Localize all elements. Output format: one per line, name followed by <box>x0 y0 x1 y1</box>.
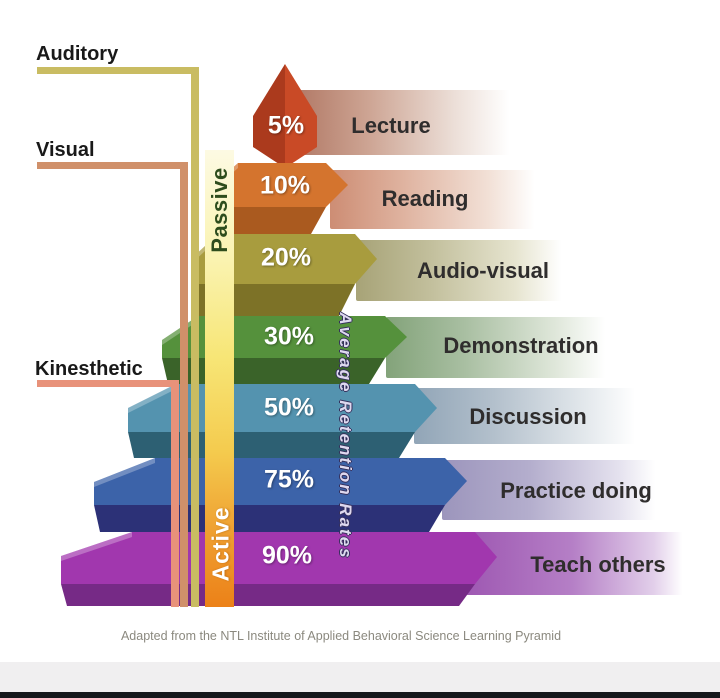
retention-bar-teach-others <box>466 532 687 595</box>
kinesthetic-line-horizontal <box>37 380 179 387</box>
visual-label: Visual <box>36 139 95 161</box>
retention-bar-practice-doing <box>442 460 662 520</box>
active-label: Active <box>207 506 234 582</box>
retention-bar-demonstration <box>386 317 612 378</box>
pct-audio-visual: 20% <box>260 243 312 272</box>
attribution-caption: Adapted from the NTL Institute of Applie… <box>120 629 562 643</box>
level-lecture-right-facet <box>285 64 317 168</box>
pct-demonstration: 30% <box>263 322 315 351</box>
retention-bar-audio-visual <box>356 240 568 301</box>
footer-gray-band <box>0 662 720 692</box>
auditory-label: Auditory <box>36 43 119 65</box>
visual-line-horizontal <box>37 162 188 169</box>
pct-lecture: 5% <box>267 111 305 140</box>
pct-reading: 10% <box>259 171 311 200</box>
level-teach-others-face <box>61 532 497 584</box>
auditory-line-vertical <box>191 67 199 607</box>
label-teach-others: Teach others <box>530 552 666 577</box>
kinesthetic-line-vertical <box>171 380 179 607</box>
passive-active-gradient-bar <box>205 150 234 607</box>
level-practice-doing-step-highlight <box>94 458 155 487</box>
passive-label: Passive <box>207 167 232 253</box>
level-reading-face <box>211 163 348 207</box>
kinesthetic-label: Kinesthetic <box>35 358 143 380</box>
level-practice-doing-underside <box>94 505 445 532</box>
level-discussion-underside <box>128 432 415 458</box>
label-discussion: Discussion <box>469 404 587 429</box>
level-lecture-left-facet <box>253 64 285 168</box>
label-lecture: Lecture <box>351 113 431 138</box>
level-audio-visual-face <box>192 234 377 284</box>
label-audio-visual: Audio-visual <box>416 258 550 283</box>
pct-discussion: 50% <box>263 393 315 422</box>
level-teach-others-step-highlight <box>61 532 132 561</box>
retention-axis-label: Average Retention Rates <box>336 312 355 560</box>
retention-bar-discussion <box>414 388 642 444</box>
label-demonstration: Demonstration <box>443 333 599 358</box>
pct-practice-doing: 75% <box>263 465 315 494</box>
retention-bar-reading <box>330 170 541 229</box>
level-discussion-step-highlight <box>128 384 176 413</box>
level-teach-others-underside <box>61 584 475 606</box>
level-reading-underside <box>211 207 326 234</box>
pct-teach-others: 90% <box>261 541 313 570</box>
visual-line-vertical <box>180 162 188 607</box>
retention-bar-lecture <box>298 90 516 155</box>
footer-dark-bar <box>0 692 720 698</box>
label-reading: Reading <box>381 186 469 211</box>
label-practice-doing: Practice doing <box>500 478 652 503</box>
auditory-line-horizontal <box>37 67 199 74</box>
